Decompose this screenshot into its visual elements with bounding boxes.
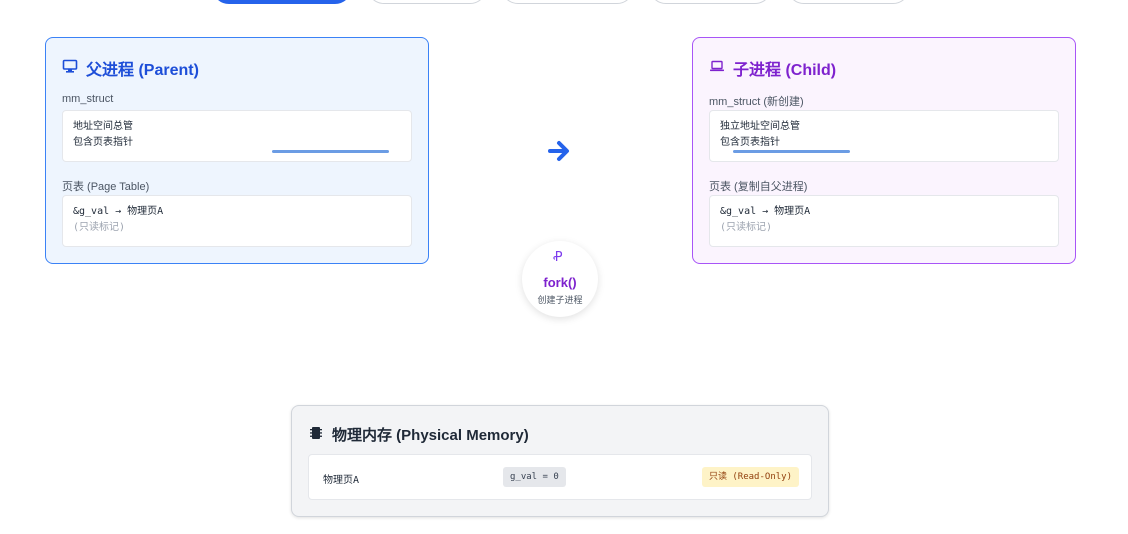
tab-3[interactable] [501,0,634,4]
child-card-header: 子进程 (Child) [709,56,836,80]
child-pt-line2: (只读标记) [720,222,773,233]
parent-mm-box: 地址空间总管 包含页表指针 [62,110,412,162]
child-mm-line1: 独立地址空间总管 [720,121,800,132]
memory-card-header: 物理内存 (Physical Memory) [308,424,529,445]
parent-pt-line2: (只读标记) [73,222,126,233]
parent-card-header: 父进程 (Parent) [62,56,199,80]
child-pt-line1: &g_val → 物理页A [720,206,811,217]
tab-1[interactable] [212,0,352,4]
parent-pointer-bar [272,150,389,153]
tab-5[interactable] [787,0,910,4]
fork-icon: Ꝓ [553,250,563,265]
child-process-card: 子进程 (Child) mm_struct (新创建) 独立地址空间总管 包含页… [692,37,1076,264]
memory-value-chip: g_val = 0 [503,467,566,487]
fork-title: fork() [543,275,577,290]
chip-icon [308,425,324,445]
parent-title: 父进程 (Parent) [86,62,199,79]
child-mm-line2: 包含页表指针 [720,137,780,148]
physical-memory-card: 物理内存 (Physical Memory) 物理页A g_val = 0 只读… [291,405,829,517]
tab-4[interactable] [649,0,772,4]
parent-mm-label: mm_struct [62,93,114,105]
parent-pt-box: &g_val → 物理页A (只读标记) [62,195,412,247]
child-pt-label: 页表 (复制自父进程) [709,181,808,193]
desktop-icon [62,58,78,79]
fork-node: Ꝓ fork() 创建子进程 [522,241,598,317]
tab-2[interactable] [367,0,487,4]
child-mm-box: 独立地址空间总管 包含页表指针 [709,110,1059,162]
parent-mm-line1: 地址空间总管 [73,121,133,132]
memory-page-row: 物理页A g_val = 0 只读 (Read-Only) [308,454,812,500]
tab-bar [0,0,1128,6]
parent-pt-label: 页表 (Page Table) [62,181,150,193]
memory-title: 物理内存 (Physical Memory) [332,427,529,444]
child-title: 子进程 (Child) [733,62,837,79]
memory-page-name: 物理页A [323,475,360,486]
child-mm-label: mm_struct (新创建) [709,96,804,108]
parent-pt-line1: &g_val → 物理页A [73,206,164,217]
parent-mm-line2: 包含页表指针 [73,137,133,148]
parent-process-card: 父进程 (Parent) mm_struct 地址空间总管 包含页表指针 页表 … [45,37,429,264]
fork-subtitle: 创建子进程 [537,295,583,305]
child-pt-box: &g_val → 物理页A (只读标记) [709,195,1059,247]
readonly-badge: 只读 (Read-Only) [701,467,799,487]
arrow-right-icon [546,136,574,166]
laptop-icon [709,58,725,79]
child-pointer-bar [733,150,850,153]
